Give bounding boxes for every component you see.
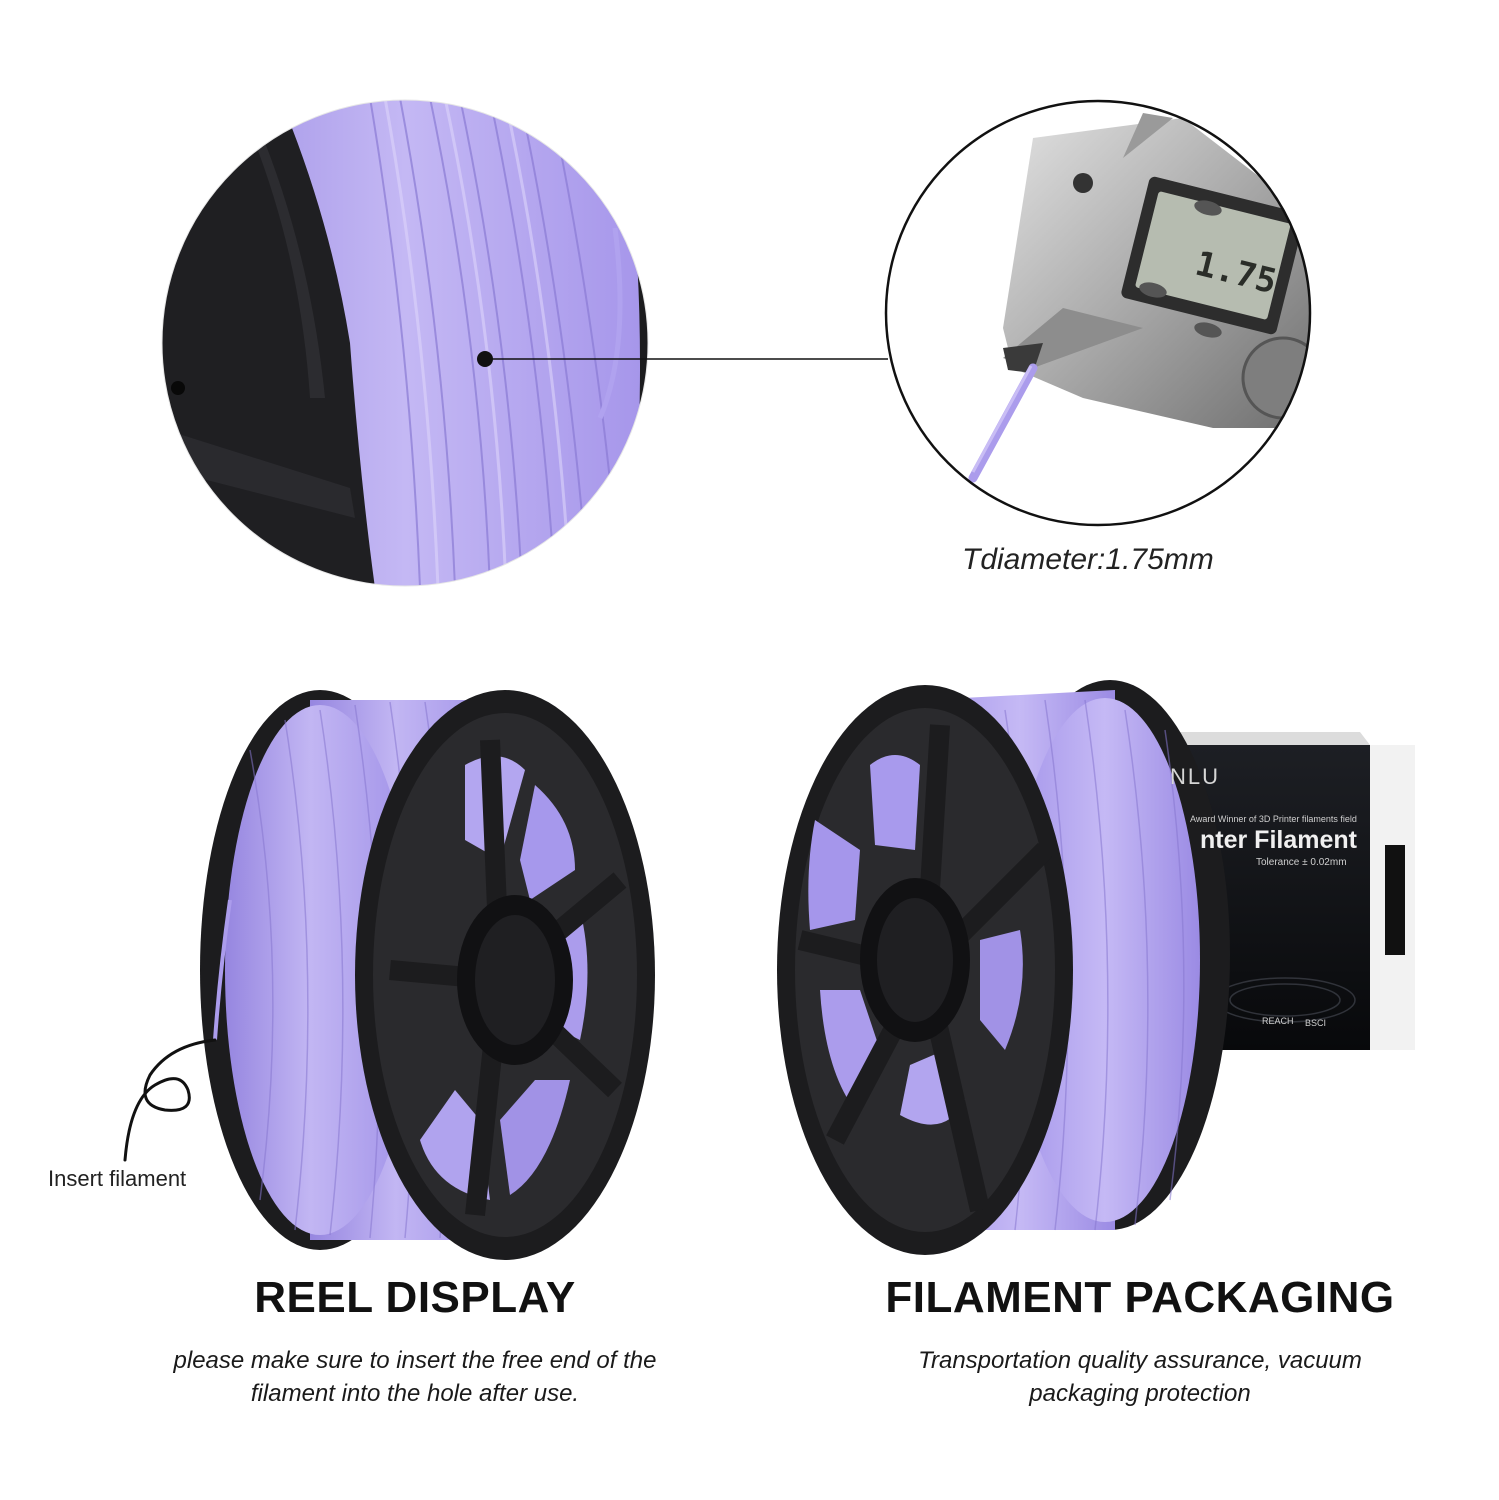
box-award: Award Winner of 3D Printer filaments fie… bbox=[1190, 814, 1357, 824]
filament-packaging-title: FILAMENT PACKAGING bbox=[885, 1273, 1395, 1322]
reel-photo bbox=[200, 690, 655, 1260]
pointer-dot bbox=[477, 351, 493, 367]
packaging-photo bbox=[777, 680, 1415, 1255]
box-cert-reach: REACH bbox=[1262, 1016, 1294, 1026]
box-cert-bsci: BSCI bbox=[1305, 1018, 1327, 1028]
box-tolerance: Tolerance ± 0.02mm bbox=[1256, 857, 1347, 868]
filament-closeup-photo bbox=[161, 99, 649, 587]
insert-pointer-curve bbox=[123, 1038, 217, 1162]
reel-display-description: please make sure to insert the free end … bbox=[173, 1347, 657, 1407]
caliper-photo bbox=[884, 99, 1312, 527]
reel-display-title: REEL DISPLAY bbox=[254, 1273, 576, 1322]
insert-filament-label: Insert filament bbox=[48, 1166, 187, 1191]
pointer-line bbox=[477, 351, 888, 367]
filament-packaging-description: Transportation quality assurance, vacuum… bbox=[918, 1347, 1362, 1407]
diameter-label: Tdiameter:1.75mm bbox=[962, 543, 1214, 576]
box-title: nter Filament bbox=[1200, 826, 1357, 854]
box-brand: NLU bbox=[1170, 764, 1221, 789]
